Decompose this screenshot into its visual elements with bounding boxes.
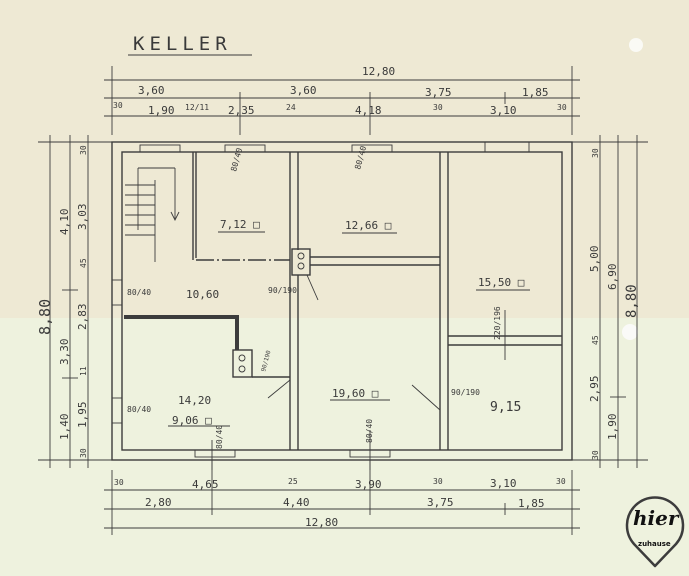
logo-sub-text: zuhause	[638, 540, 671, 548]
opening-size: 80/40	[127, 288, 151, 297]
room-area: 7,12 □	[220, 218, 260, 231]
hier-zuhause-logo: hier zuhause	[625, 496, 685, 568]
dim-top: 24	[286, 103, 296, 112]
dim-left: 1,95	[76, 402, 89, 429]
dim-bottom: 3,10	[490, 477, 517, 490]
room-area: 10,60	[186, 288, 219, 301]
opening-size: 220/196	[493, 306, 502, 340]
dim-right: 45	[591, 335, 600, 345]
room-area: 9,15	[490, 400, 521, 415]
room-area: 14,20	[178, 394, 211, 407]
dim-top: 3,60	[290, 84, 317, 97]
dim-bottom: 25	[288, 477, 298, 486]
dim-right: 8,80	[624, 284, 640, 318]
room-area: 15,50 □	[478, 276, 525, 289]
opening-size: 90/190	[451, 388, 480, 397]
dim-right: 30	[591, 148, 600, 158]
dim-right: 1,90	[606, 414, 619, 441]
dim-top: 3,10	[490, 104, 517, 117]
walls	[111, 141, 573, 470]
dim-top: 3,60	[138, 84, 165, 97]
dim-top: 30	[433, 103, 443, 112]
dim-bottom: 12,80	[305, 516, 338, 529]
opening-size: 80/40	[229, 147, 244, 173]
dim-bottom: 30	[556, 477, 566, 486]
dim-right: 5,00	[588, 246, 601, 273]
opening-size: 90/190	[268, 286, 297, 295]
dim-left: 45	[79, 258, 88, 268]
dim-left: 30	[79, 448, 88, 458]
opening-size: 90/190	[260, 349, 272, 372]
dim-left: 30	[79, 145, 88, 155]
dim-left: 1,40	[58, 414, 71, 441]
dim-left: 3,03	[76, 204, 89, 231]
punch-hole	[622, 324, 638, 340]
top-dimension-lines	[104, 66, 580, 135]
dim-bottom: 1,85	[518, 497, 545, 510]
punch-hole	[629, 38, 643, 52]
dim-top: 12,80	[362, 65, 395, 78]
bottom-dimension-lines	[104, 460, 580, 535]
dim-top: 2,35	[228, 104, 255, 117]
room-area: 12,66 □	[345, 219, 392, 232]
logo-main-text: hier	[633, 506, 680, 530]
opening-size: 80/40	[215, 425, 224, 449]
dim-top: 3,75	[425, 86, 452, 99]
plan-title: KELLER	[133, 33, 232, 55]
dim-left: 11	[79, 366, 88, 376]
dim-left: 4,10	[58, 209, 71, 236]
room-area: 19,60 □	[332, 387, 379, 400]
dim-bottom: 30	[433, 477, 443, 486]
left-dimension-lines	[38, 135, 115, 468]
dim-top: 1,90	[148, 104, 175, 117]
dim-left: 3,30	[58, 339, 71, 366]
dim-top: 12/11	[185, 103, 209, 112]
dim-right: 30	[591, 450, 600, 460]
dim-bottom: 30	[114, 478, 124, 487]
dim-top: 30	[557, 103, 567, 112]
dim-top: 1,85	[522, 86, 549, 99]
opening-size: 80/40	[127, 405, 151, 414]
dim-left: 2,83	[76, 304, 89, 331]
dim-bottom: 2,80	[145, 496, 172, 509]
dim-bottom: 4,65	[192, 478, 219, 491]
right-dimension-lines	[568, 135, 648, 468]
opening-size: 80/40	[353, 145, 368, 171]
dim-bottom: 3,90	[355, 478, 382, 491]
room-area: 9,06 □	[172, 414, 212, 427]
dim-top: 30	[113, 101, 123, 110]
dim-right: 6,90	[606, 264, 619, 291]
opening-size: 80/40	[365, 419, 374, 443]
dim-bottom: 4,40	[283, 496, 310, 509]
paper-lower-section	[0, 318, 689, 576]
dim-bottom: 3,75	[427, 496, 454, 509]
dim-top: 4,18	[355, 104, 382, 117]
dim-left: 8,80	[36, 299, 54, 335]
dim-right: 2,95	[588, 376, 601, 403]
